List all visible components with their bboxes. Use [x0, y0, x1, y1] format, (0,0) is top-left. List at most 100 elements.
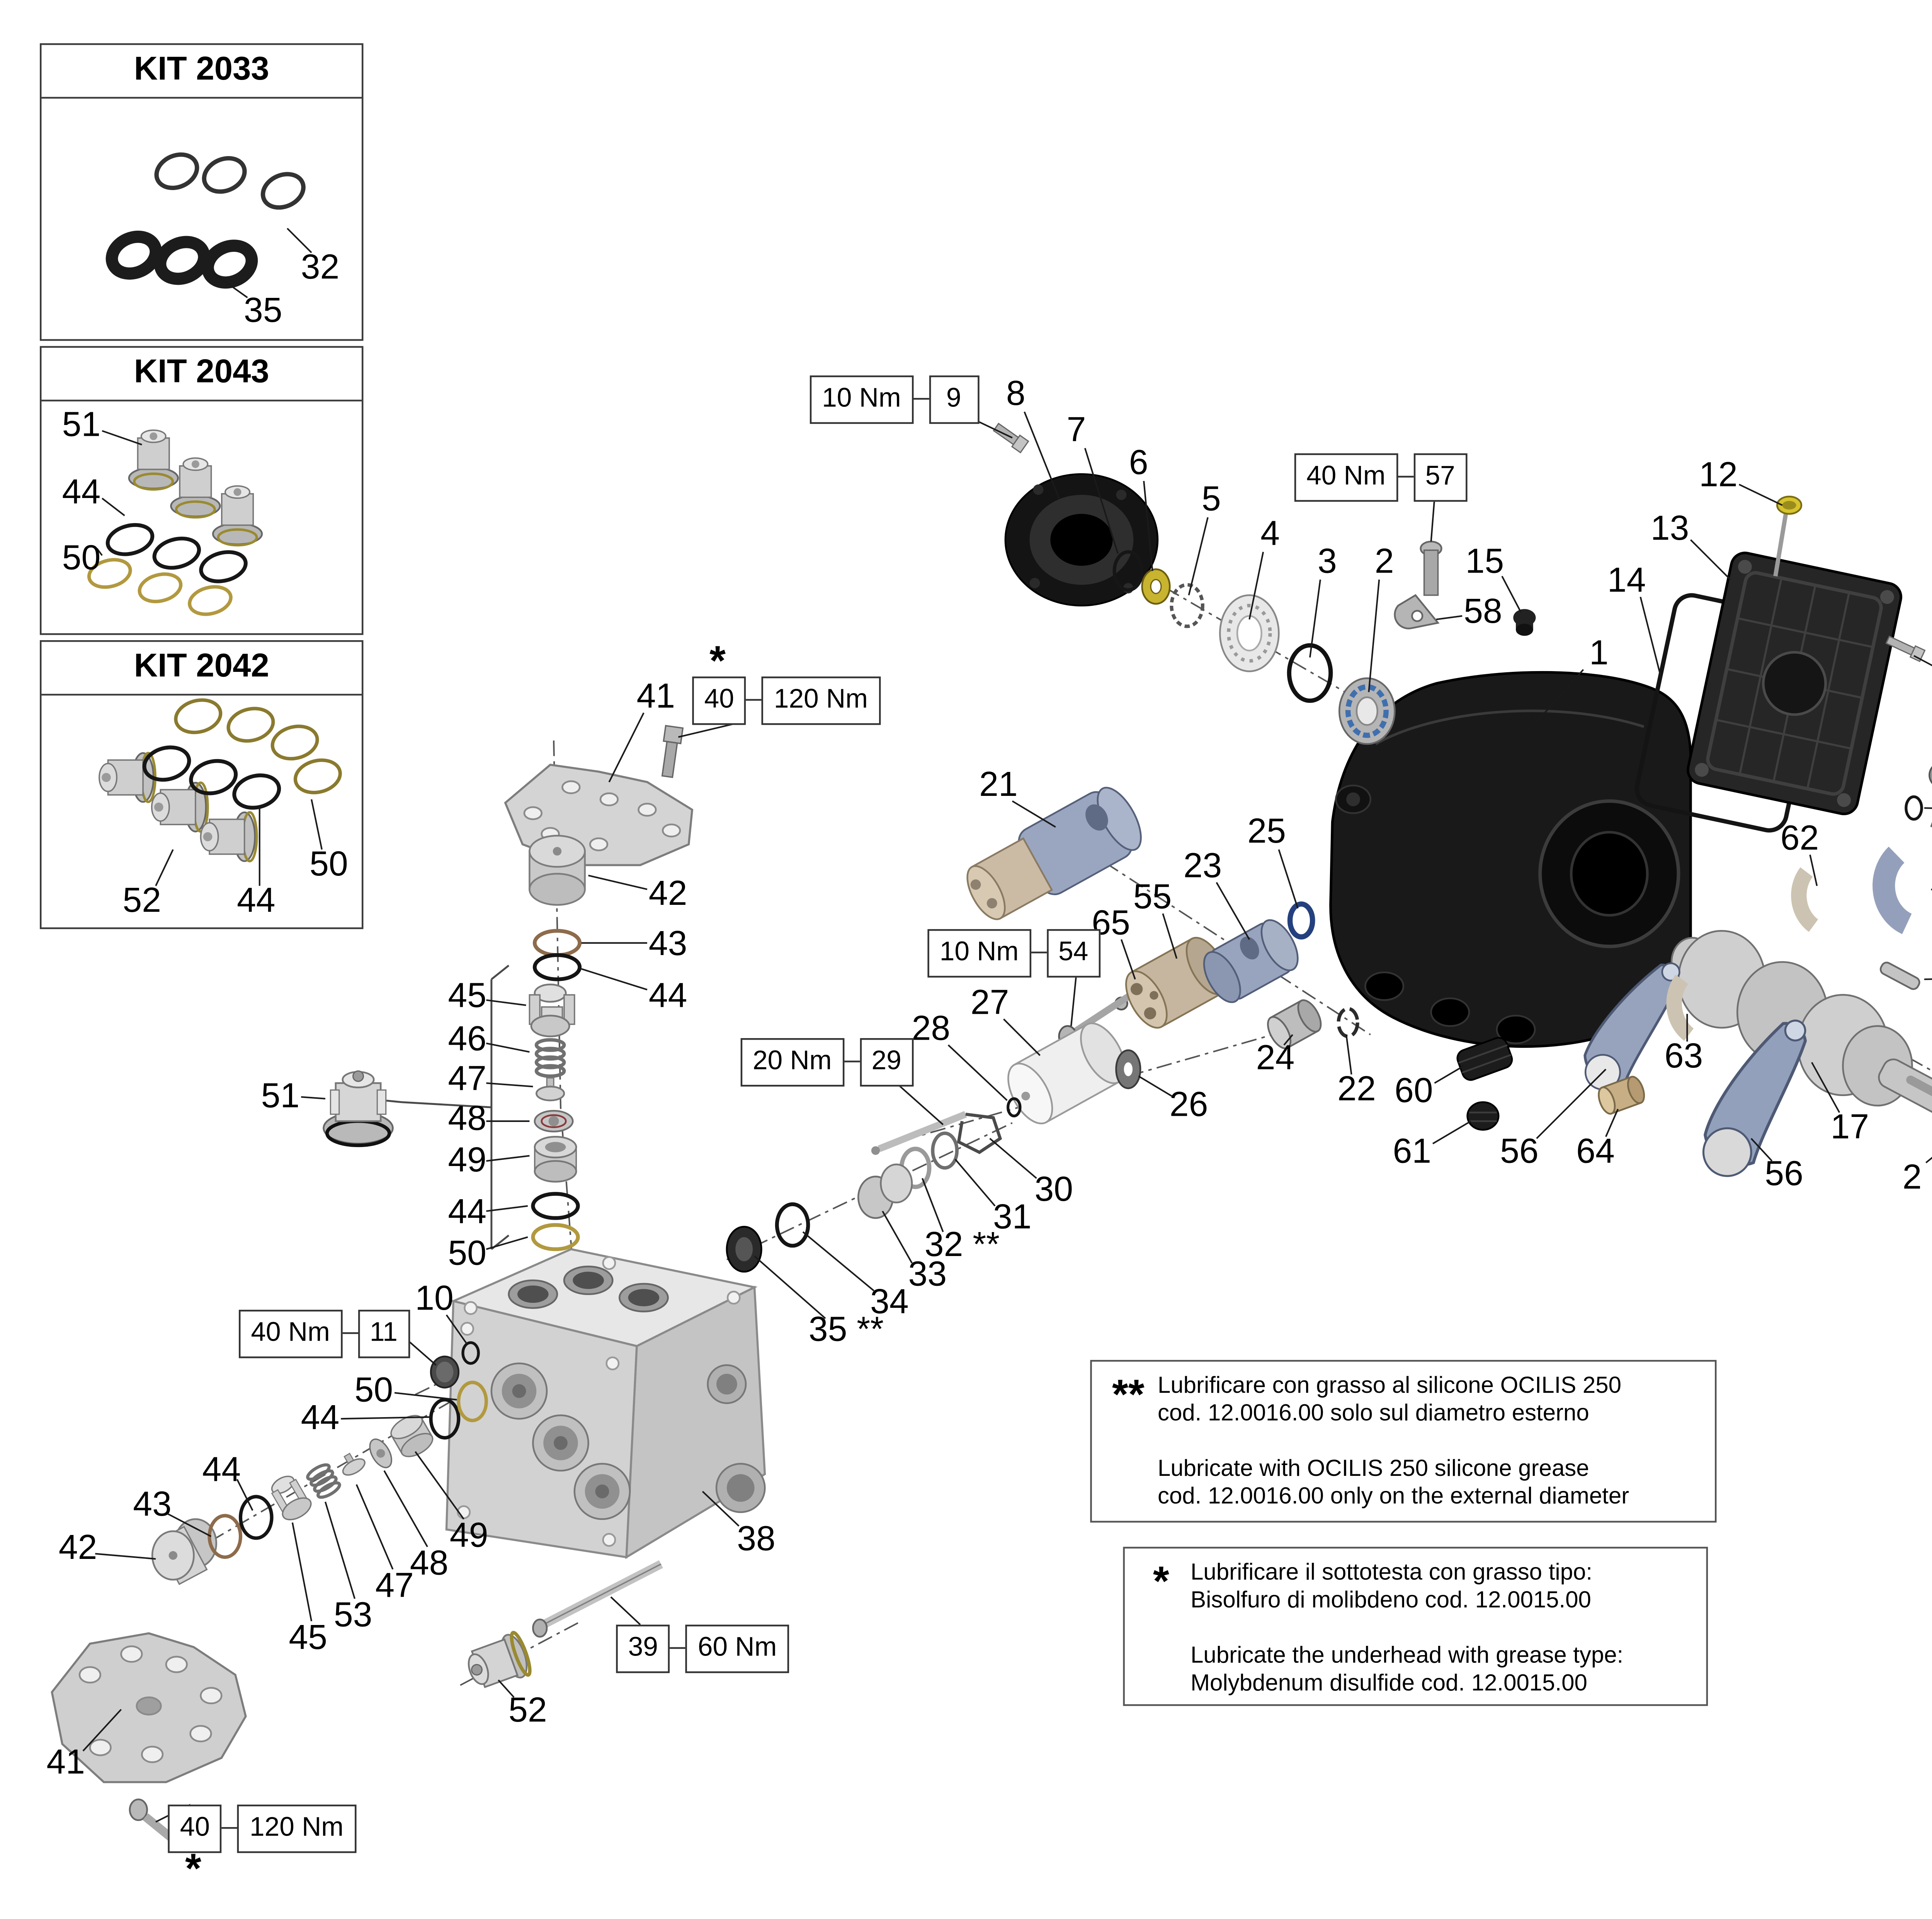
- callout-3: 3: [1317, 543, 1337, 581]
- callout-49: 49: [449, 1517, 488, 1555]
- callout-43: 43: [648, 925, 687, 964]
- callout-45: 45: [448, 977, 486, 1016]
- lock-washer-5: [1170, 583, 1204, 628]
- valve-cage-45b: [271, 1475, 312, 1521]
- callout-50: 50: [448, 1235, 486, 1274]
- torque-value-box: 20 Nm: [740, 1038, 844, 1086]
- kit-title-text: KIT 2033: [134, 52, 269, 88]
- callout-2: 2: [1902, 1159, 1922, 1197]
- callout-48: 48: [410, 1545, 449, 1583]
- callout-42: 42: [648, 875, 687, 914]
- callout-50: 50: [354, 1372, 393, 1410]
- callout-44: 44: [648, 977, 687, 1016]
- callout-44: 44: [448, 1194, 486, 1232]
- torque-value-box: 40 Nm: [239, 1310, 342, 1358]
- disc-48b: [369, 1438, 392, 1469]
- callout-43: 43: [133, 1486, 172, 1525]
- bearing-shell-63: [1666, 974, 1694, 1041]
- note-line: Lubricate with OCILIS 250 silicone greas…: [1157, 1455, 1589, 1481]
- top-manifold-group: [323, 725, 694, 1251]
- note-line: Lubrificare con grasso al silicone OCILI…: [1157, 1372, 1621, 1398]
- callout-31: 31: [993, 1199, 1032, 1237]
- kit-box-2033: KIT 2033: [40, 43, 364, 341]
- callout-27: 27: [970, 984, 1009, 1023]
- callout-23: 23: [1183, 848, 1222, 886]
- callout-56: 56: [1500, 1133, 1539, 1171]
- torque-value-box: 120 Nm: [237, 1804, 356, 1853]
- torque-value-box: 10 Nm: [810, 375, 913, 423]
- callout-56: 56: [1765, 1156, 1803, 1194]
- asterisk-marker: *: [185, 1845, 202, 1892]
- kit-title: KIT 2043: [41, 348, 362, 401]
- kit-title-text: KIT 2043: [134, 355, 269, 391]
- callout-61: 61: [1393, 1133, 1432, 1171]
- poppet-47b: [342, 1453, 366, 1476]
- note-body: Lubrificare il sottotesta con grasso tip…: [1190, 1559, 1624, 1695]
- connector-line: [1397, 476, 1413, 478]
- callout-52: 52: [122, 882, 162, 921]
- callout-51: 51: [62, 406, 101, 445]
- kit-2033-art: [105, 152, 306, 289]
- bearing-shell-62: [1791, 867, 1818, 932]
- note-marker: **: [1112, 1372, 1145, 1419]
- callout-26: 26: [1169, 1086, 1208, 1125]
- callout-44: 44: [202, 1452, 241, 1490]
- perforated-ring-4: [1219, 594, 1280, 672]
- valve-icons: [128, 429, 263, 547]
- note-line: Lubricate the underhead with grease type…: [1190, 1641, 1624, 1667]
- callout-35: 35 **: [808, 1311, 884, 1350]
- callout-1: 1: [1589, 635, 1609, 673]
- callout-46: 46: [448, 1021, 486, 1059]
- callout-47: 47: [375, 1567, 414, 1606]
- connector-line: [670, 1647, 686, 1650]
- asterisk-marker: *: [709, 638, 726, 685]
- part-number-box: 54: [1046, 929, 1100, 977]
- callout-21: 21: [979, 766, 1018, 805]
- callout-41: 41: [46, 1744, 85, 1782]
- kit-box-2042: KIT 2042: [40, 640, 364, 929]
- callout-64: 64: [1576, 1133, 1615, 1171]
- callout-45: 45: [289, 1619, 327, 1658]
- kit-box-2043: KIT 2043: [40, 346, 364, 635]
- callout-53: 53: [333, 1597, 372, 1635]
- note-body: Lubrificare con grasso al silicone OCILI…: [1158, 1372, 1629, 1510]
- cap-61: [1466, 1101, 1500, 1131]
- note-line: cod. 12.0016.00 only on the external dia…: [1157, 1482, 1629, 1509]
- seat-49b: [390, 1415, 434, 1457]
- callout-28: 28: [912, 1010, 951, 1049]
- bolt-40-top: [661, 725, 684, 778]
- part-number-box: 11: [357, 1310, 410, 1358]
- callout-55: 55: [1133, 879, 1172, 917]
- kit-title: KIT 2042: [41, 642, 362, 696]
- part-number-box: 29: [859, 1038, 914, 1086]
- callout-2: 2: [1374, 543, 1394, 581]
- cover-fasteners: [1791, 635, 1932, 934]
- callout-25: 25: [1247, 813, 1286, 852]
- blue-ring-25: [1287, 901, 1315, 940]
- callout-32: 32: [301, 249, 340, 287]
- kit-title-text: KIT 2042: [134, 649, 269, 685]
- part-number-box: 40: [168, 1804, 222, 1853]
- oil-dipstick: [1773, 496, 1803, 577]
- front-bearing-cover: [993, 423, 1536, 745]
- callout-4: 4: [1260, 515, 1280, 554]
- callout-24: 24: [1256, 1040, 1295, 1078]
- note-line: cod. 12.0016.00 solo sul diametro estern…: [1157, 1400, 1589, 1426]
- bearing-cap-56: [1872, 846, 1912, 934]
- callout-42: 42: [58, 1529, 97, 1568]
- bolt-40-bottom: [129, 1798, 176, 1843]
- kit-title: KIT 2033: [41, 45, 362, 99]
- connector-line: [342, 1332, 358, 1335]
- callout-62: 62: [1780, 820, 1819, 858]
- torque-value-box: 40 Nm: [1294, 453, 1398, 501]
- callout-50: 50: [62, 540, 101, 578]
- valve-cage-45: [529, 983, 575, 1037]
- star-washer-6: [1141, 568, 1171, 605]
- callout-44: 44: [62, 474, 101, 512]
- rear-cover-gasket: [1634, 496, 1903, 833]
- callout-44: 44: [236, 882, 276, 921]
